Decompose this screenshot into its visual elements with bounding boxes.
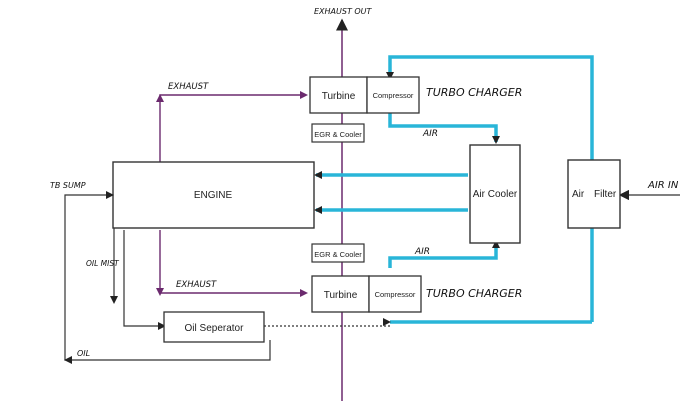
- oil-separator-box: [163, 311, 265, 343]
- compressor-bottom-box: [368, 275, 422, 313]
- air-to-engine-arrow-top: [314, 171, 322, 179]
- egr-top-box: [311, 123, 365, 143]
- oil-label: OIL: [77, 349, 90, 358]
- air-to-cooler-arrow-top: [492, 136, 500, 144]
- compressor-top-label: Compressor: [373, 91, 414, 100]
- air-top-label: AIR: [422, 129, 438, 139]
- oil-separator-label: Oil Seperator: [185, 323, 245, 334]
- turbo-charger-top-label: TURBO CHARGER: [426, 86, 522, 99]
- air-to-compressor-arrow-top: [386, 72, 394, 80]
- air-filter-box: [567, 159, 621, 229]
- compressor-top-box: [366, 76, 420, 114]
- air-in-label: AIR IN: [647, 180, 679, 191]
- air-cooler-box: [469, 144, 521, 244]
- exhaust-bottom-label: EXHAUST: [176, 280, 217, 290]
- to-sump-label: TB SUMP: [50, 181, 86, 190]
- egr-bottom-box: [311, 243, 365, 263]
- air-filter-label-left: Air: [572, 189, 585, 200]
- air-to-compressor-arrow-bottom: [383, 318, 391, 326]
- egr-top-label: EGR & Cooler: [314, 130, 362, 139]
- compressor-bottom-label: Compressor: [375, 290, 416, 299]
- engine-label: ENGINE: [194, 190, 233, 201]
- air-filter-label-right: Filter: [594, 189, 617, 200]
- air-bottom-label: AIR: [414, 247, 430, 257]
- exhaust-top-to-turbine-arrow: [300, 91, 308, 99]
- egr-bottom-label: EGR & Cooler: [314, 250, 362, 259]
- turbine-bottom-box: [311, 275, 370, 313]
- turbine-bottom-label: Turbine: [324, 290, 358, 301]
- air-to-engine-arrow-bottom: [314, 206, 322, 214]
- exhaust-top-arrow: [156, 94, 164, 102]
- exhaust-bottom-arrow: [156, 288, 164, 296]
- turbine-top-label: Turbine: [322, 91, 356, 102]
- turbo-charger-bottom-label: TURBO CHARGER: [426, 287, 522, 300]
- exhaust-top-label: EXHAUST: [168, 82, 209, 92]
- exhaust-bottom-to-turbine-arrow: [300, 289, 308, 297]
- air-cooler-label: Air Cooler: [473, 189, 518, 200]
- oil-mist-arrow: [158, 322, 166, 330]
- to-sump-arrow: [106, 191, 114, 199]
- air-to-cooler-arrow-bottom: [492, 240, 500, 248]
- exhaust-out-label: EXHAUST OUT: [314, 7, 373, 16]
- oil-return-arrow: [64, 356, 72, 364]
- engine-box: [112, 161, 315, 229]
- oil-mist-down-arrow: [110, 296, 118, 304]
- oil-mist-label: OIL MIST: [86, 259, 120, 268]
